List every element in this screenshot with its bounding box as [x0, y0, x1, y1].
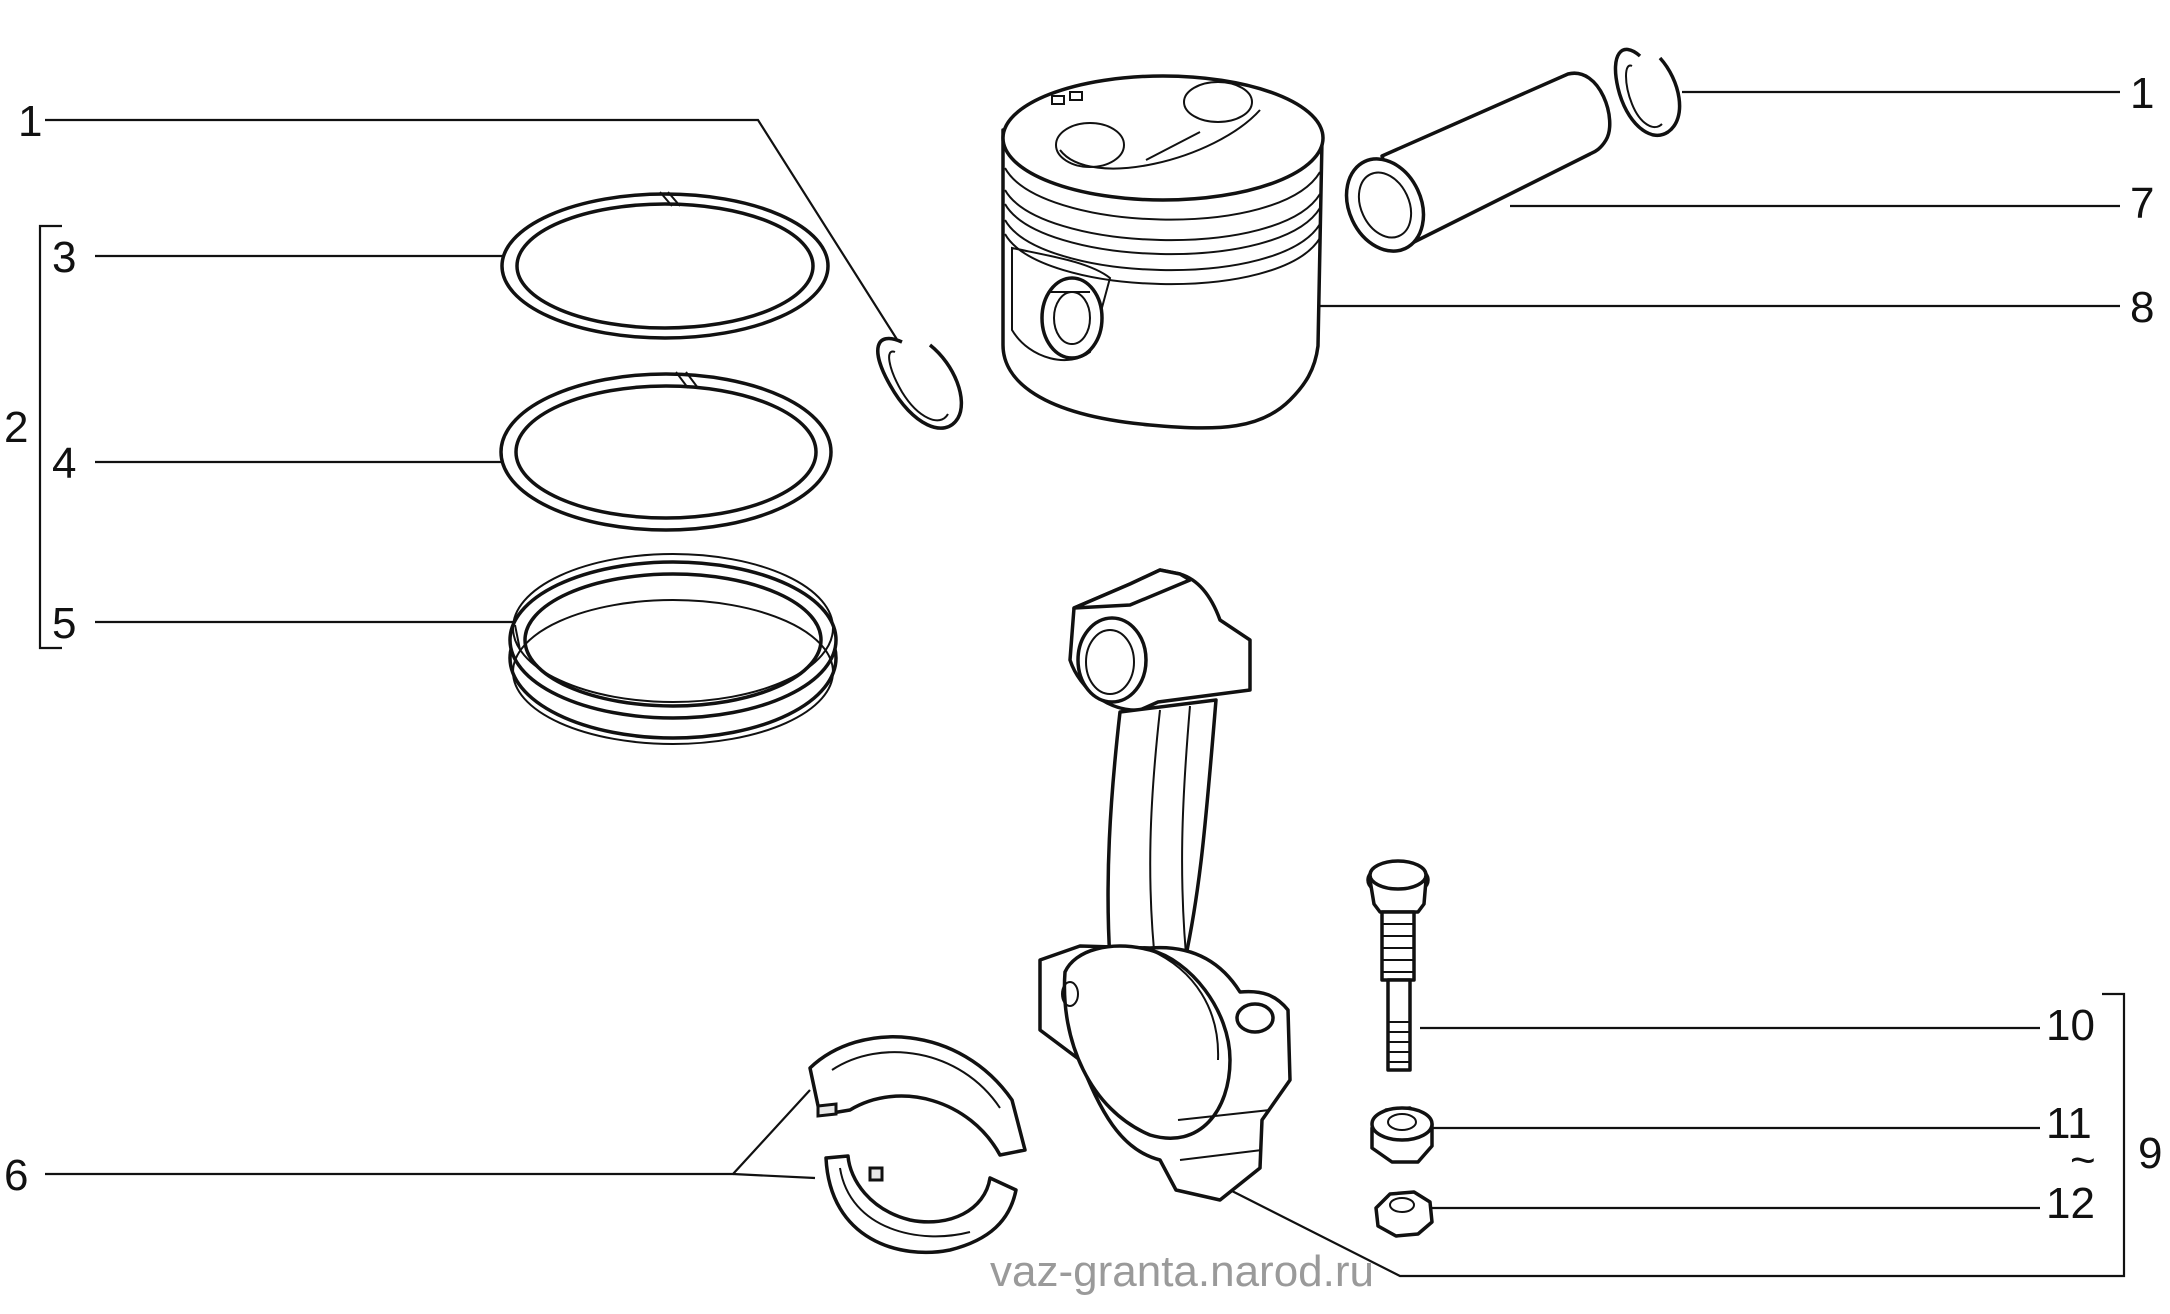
hex-nut [1374, 1190, 1434, 1238]
oil-scraper-ring [508, 553, 838, 745]
leader-1-left [45, 118, 911, 361]
circlip-left [876, 336, 964, 430]
callout-7: 7 [2130, 179, 2154, 228]
callout-6: 6 [4, 1151, 28, 1200]
callout-11: 11 [2046, 1099, 2092, 1148]
callout-1-right: 1 [2130, 69, 2154, 118]
callout-9: 9 [2138, 1129, 2162, 1178]
connecting-rod [1038, 568, 1292, 1202]
callout-8: 8 [2130, 283, 2154, 332]
bracket-9 [1229, 992, 2126, 1278]
callout-12: 12 [2046, 1179, 2095, 1228]
compression-ring-second [499, 371, 833, 532]
flange-nut [1370, 1106, 1434, 1164]
callout-3: 3 [52, 233, 76, 282]
rod-bolt [1366, 859, 1430, 1072]
callout-tilde: ~ [2070, 1136, 2096, 1185]
piston [1001, 74, 1325, 430]
watermark: vaz-granta.narod.ru [990, 1247, 1374, 1296]
bracket-2 [38, 224, 62, 650]
circlip-right [1613, 47, 1682, 138]
piston-pin [1344, 71, 1612, 253]
leader-lines [38, 90, 2126, 1278]
bearing-shells [808, 1035, 1027, 1255]
callout-2: 2 [4, 403, 28, 452]
compression-ring-top [500, 191, 830, 340]
callout-1-left: 1 [18, 97, 42, 146]
callout-5: 5 [52, 599, 76, 648]
callout-4: 4 [52, 439, 76, 488]
leader-6a [45, 1089, 811, 1176]
callout-10: 10 [2046, 1001, 2095, 1050]
leader-6b [732, 1172, 816, 1180]
